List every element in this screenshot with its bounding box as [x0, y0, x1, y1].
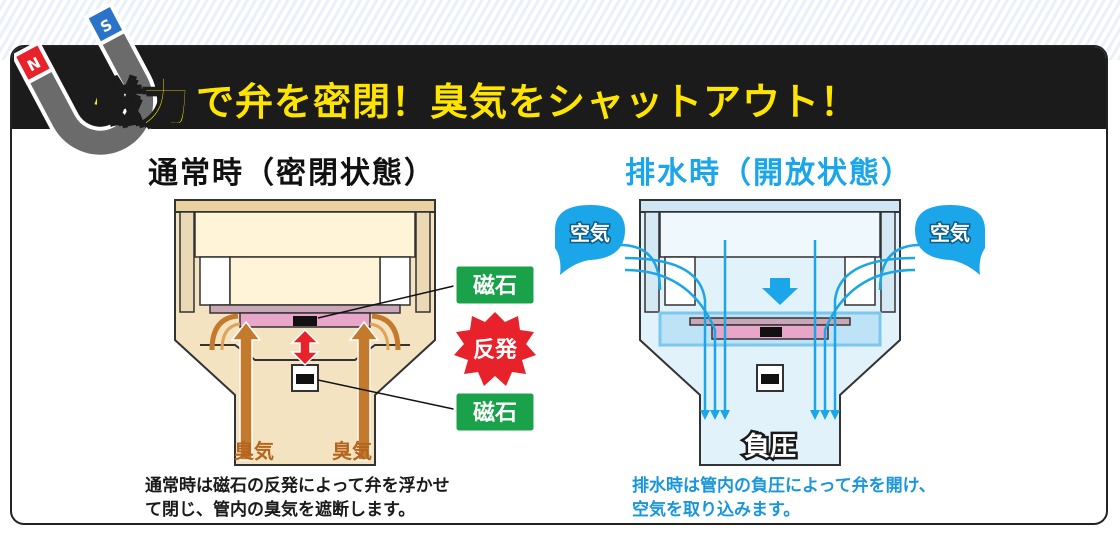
- pressure-label: 負圧: [744, 432, 796, 462]
- repel-burst: [454, 312, 536, 386]
- odor-label-left: 臭気: [234, 439, 274, 463]
- odor-label-right: 臭気: [332, 439, 372, 463]
- drain-state-title: 排水時（開放状態）: [625, 156, 913, 191]
- headline-key-text: 磁力: [89, 73, 193, 135]
- drain-caption-line2: 空気を取り込みます。: [632, 500, 801, 520]
- left-valve-diagram: 臭気 臭気 磁石 磁石 反発: [174, 199, 537, 466]
- normal-state-title: 通常時（密閉状態）: [148, 156, 436, 191]
- drain-caption-line1: 排水時は管内の負圧によって弁を開け、: [632, 476, 936, 496]
- magnet-label-bottom: 磁石: [473, 400, 517, 426]
- normal-state-caption: 通常時は磁石の反発によって弁を浮かせ て閉じ、管内の臭気を遮断します。: [145, 474, 505, 522]
- repel-label: 反発: [473, 338, 518, 363]
- normal-caption-line2: て閉じ、管内の臭気を遮断します。: [145, 500, 416, 520]
- air-label-right: 空気: [930, 221, 970, 245]
- headline: 磁力 で弁を密閉！臭気をシャットアウト！: [89, 59, 860, 137]
- drain-state-caption: 排水時は管内の負圧によって弁を開け、 空気を取り込みます。: [632, 474, 992, 522]
- horseshoe-magnet-icon: N S: [14, 2, 158, 159]
- magnet-label-top: 磁石: [473, 273, 517, 299]
- air-label-left: 空気: [570, 221, 610, 245]
- normal-caption-line1: 通常時は磁石の反発によって弁を浮かせ: [145, 476, 450, 496]
- right-valve-diagram: 負圧 空気 空気: [555, 199, 985, 466]
- headline-rest-text: で弁を密閉！臭気をシャットアウト！: [196, 79, 860, 124]
- headline-banner: [12, 47, 1106, 129]
